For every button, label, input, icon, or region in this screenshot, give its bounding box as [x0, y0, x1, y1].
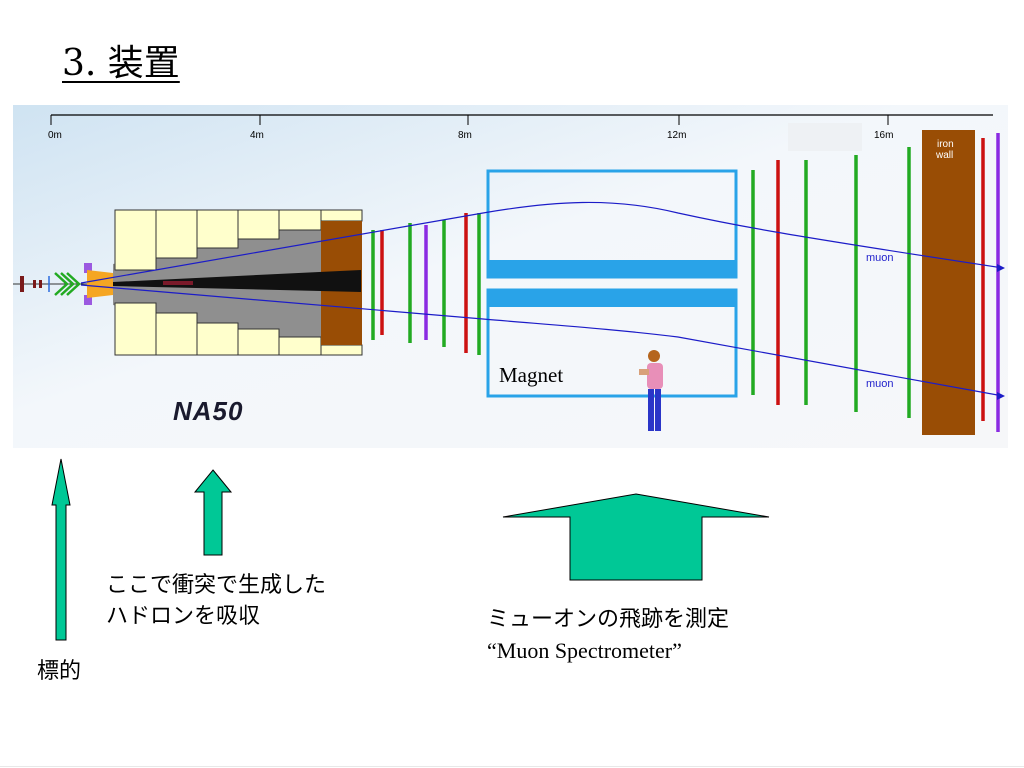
ruler-tick-label: 4m: [250, 130, 264, 141]
hadron-absorber: [113, 209, 363, 356]
ruler-label-patch: [788, 123, 862, 151]
spectrometer-arrow-icon: [502, 493, 770, 581]
tracking-chambers: [371, 133, 1000, 432]
magnet-label: Magnet: [499, 363, 563, 387]
absorber-caption-line1: ここで衝突で生成した: [106, 573, 327, 598]
iron-wall: iron wall: [922, 130, 975, 435]
slide-title: 3. 装置: [62, 43, 180, 84]
ruler-tick-label: 8m: [458, 130, 472, 141]
iron-wall-label-line1: iron: [937, 139, 954, 150]
absorber-caption-line2: ハドロンを吸収: [106, 604, 261, 629]
na50-logo: NA50: [173, 396, 243, 426]
person-scale-figure: [639, 350, 663, 431]
distance-ruler: 0m 4m 8m 12m 16m: [48, 114, 993, 141]
absorber-arrow-icon: [193, 469, 233, 556]
muon-label-upper: muon: [866, 252, 894, 264]
target-assembly: [13, 263, 113, 305]
slide-bottom-divider: [0, 766, 1024, 767]
ruler-tick-label: 12m: [667, 130, 686, 141]
spectrometer-caption-line1: ミューオンの飛跡を測定: [487, 607, 730, 632]
absorber-caption: ここで衝突で生成した ハドロンを吸収: [106, 570, 326, 632]
spectrometer-caption: ミューオンの飛跡を測定 “Muon Spectrometer”: [487, 604, 729, 666]
na50-detector-diagram: 0m 4m 8m 12m 16m: [13, 105, 1008, 448]
target-arrow-icon: [51, 458, 71, 641]
iron-wall-label-line2: wall: [935, 150, 953, 161]
target-caption: 標的: [37, 659, 82, 684]
muon-tracks: muon muon: [80, 201, 1005, 400]
spectrometer-magnet: Magnet: [486, 169, 738, 398]
ruler-tick-label: 16m: [874, 130, 893, 141]
muon-label-lower: muon: [866, 378, 894, 390]
spectrometer-caption-line2: “Muon Spectrometer”: [487, 638, 682, 663]
ruler-tick-label: 0m: [48, 130, 62, 141]
